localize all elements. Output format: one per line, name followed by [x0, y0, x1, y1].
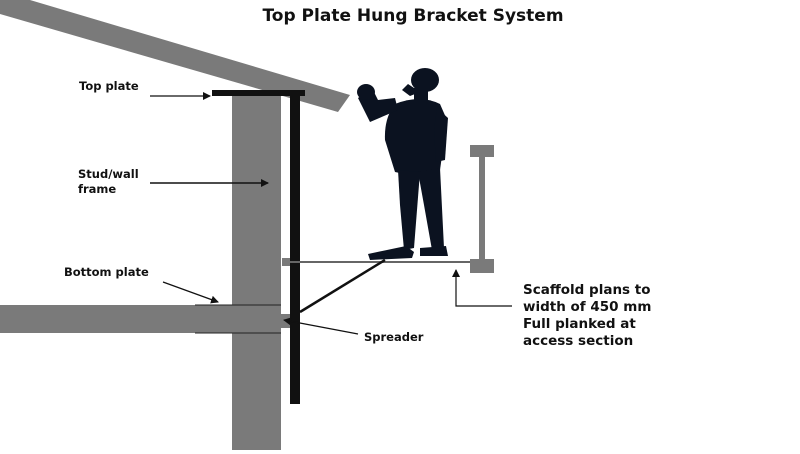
diagonal-brace: [299, 258, 386, 314]
plank-end-left: [282, 258, 290, 266]
label-stud-wall-line1: Stud/wall: [78, 167, 139, 181]
stud-wall-frame: [232, 90, 281, 450]
floor-beam: [0, 305, 232, 333]
arrow-scaffold: [452, 269, 512, 307]
label-stud-wall-frame: Stud/wall frame: [78, 167, 139, 197]
label-bottom-plate: Bottom plate: [64, 265, 149, 279]
label-scaffold-line2: width of 450 mm: [523, 299, 652, 315]
label-top-plate: Top plate: [79, 79, 139, 93]
worker-silhouette: [357, 68, 448, 260]
arrow-bottom-plate: [162, 281, 219, 304]
top-plate-bracket: [212, 90, 305, 96]
guardrail-base: [470, 259, 494, 273]
hanging-bracket-bar: [290, 94, 300, 404]
arrow-spreader: [283, 317, 359, 335]
label-scaffold-note: Scaffold plans to width of 450 mm Full p…: [523, 282, 651, 350]
roof-rafter: [0, 0, 350, 112]
guardrail-top-cap: [470, 145, 494, 157]
label-scaffold-line3: Full planked at: [523, 316, 636, 332]
label-scaffold-line4: access section: [523, 333, 634, 349]
guardrail-post: [479, 155, 485, 265]
label-spreader: Spreader: [364, 330, 424, 344]
bottom-plate: [195, 305, 281, 333]
label-scaffold-line1: Scaffold plans to: [523, 282, 651, 298]
diagram-title: Top Plate Hung Bracket System: [262, 6, 564, 26]
label-stud-wall-line2: frame: [78, 182, 117, 196]
